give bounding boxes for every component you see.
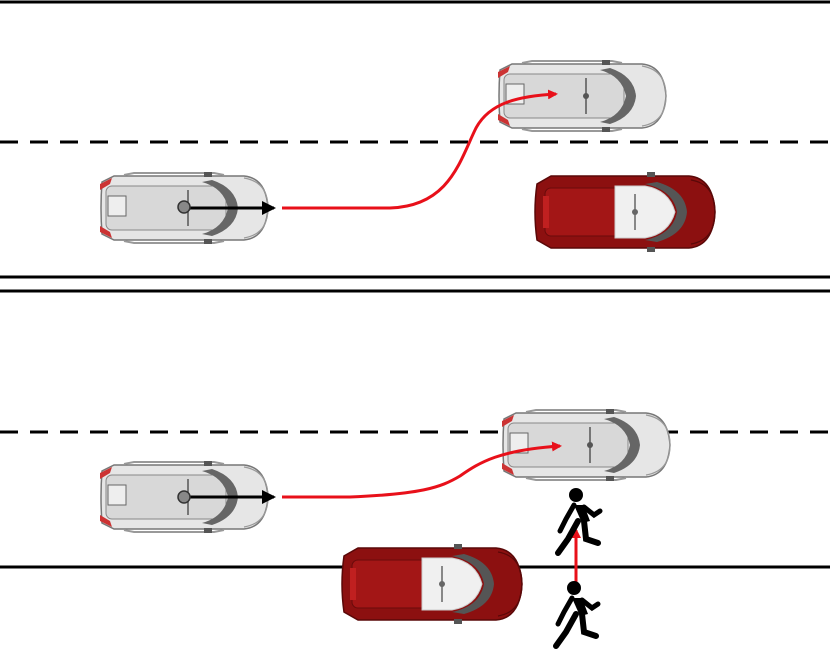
obstacle-car-red-icon (341, 543, 523, 625)
trajectory-path (282, 441, 562, 499)
panel-bottom (0, 289, 830, 646)
obstacle-car-red-icon (534, 171, 716, 253)
pedestrian-waiting-icon (556, 581, 598, 646)
panel-top (0, 0, 830, 279)
pedestrian-crossing-icon (558, 488, 600, 553)
ego-center-marker (177, 200, 191, 214)
ego-center-marker (177, 490, 191, 504)
trajectory-path (282, 89, 558, 210)
target-car-icon (501, 408, 671, 482)
target-car-icon (497, 59, 667, 133)
